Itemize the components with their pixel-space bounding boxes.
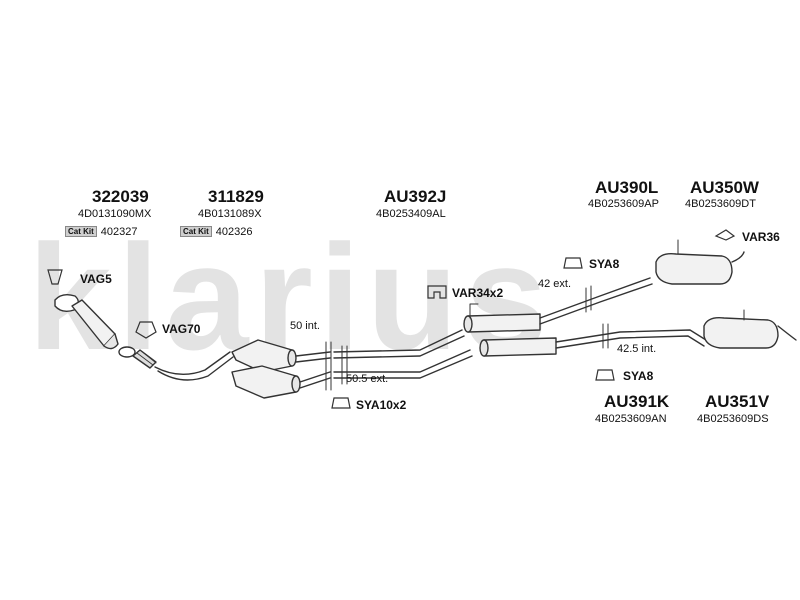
vag70-icon [135, 321, 157, 339]
part-code-311829: 311829 [208, 187, 264, 206]
part-code-au351v: AU351V [705, 392, 770, 411]
hardware-var36: VAR36 [742, 230, 780, 244]
part-ref-322039: 4D0131090MX [78, 208, 152, 220]
catkit-badge: Cat Kit [65, 226, 97, 237]
cat-311829-lower [231, 365, 297, 399]
var36-icon [714, 229, 736, 241]
catkit-ref: 402327 [100, 226, 138, 238]
hardware-sya10x2: SYA10x2 [356, 398, 407, 412]
vag5-icon [47, 269, 63, 285]
sya8-bottom-icon [595, 369, 615, 381]
part-code-au390l: AU390L [595, 178, 659, 197]
centre-silencer-lower [483, 337, 557, 357]
dimension-50-int: 50 int. [290, 320, 320, 332]
rear-silencer-lower [703, 316, 779, 349]
catkit-ref: 402326 [215, 226, 253, 238]
catkit-badge: Cat Kit [180, 226, 212, 237]
rear-silencer-upper [655, 252, 733, 285]
part-code-322039: 322039 [92, 187, 149, 206]
part-ref-311829: 4B0131089X [198, 208, 262, 220]
hardware-sya8-top: SYA8 [589, 257, 620, 271]
dimension-42-ext: 42 ext. [538, 278, 572, 290]
part-code-au391k: AU391K [604, 392, 670, 411]
dimension-42-5-int: 42.5 int. [617, 343, 657, 355]
dimension-50-5-ext: 50.5 ext. [346, 373, 389, 385]
part-ref-au392j: 4B0253409AL [376, 208, 446, 220]
hardware-vag70: VAG70 [162, 322, 201, 336]
part-code-au350w: AU350W [690, 178, 759, 197]
downpipe-flange [118, 346, 136, 358]
hardware-vag5: VAG5 [80, 272, 112, 286]
front-cat-322039 [71, 299, 116, 347]
part-ref-au351v: 4B0253609DS [697, 413, 769, 425]
sya10-icon [331, 397, 351, 409]
part-ref-au350w: 4B0253609DT [685, 198, 756, 210]
part-ref-au391k: 4B0253609AN [595, 413, 667, 425]
part-ref-au390l: 4B0253609AP [588, 198, 659, 210]
hardware-sya8-bottom: SYA8 [623, 369, 654, 383]
var34-icon [427, 285, 447, 299]
part-code-au392j: AU392J [384, 187, 447, 206]
centre-silencer-upper [467, 313, 541, 333]
sya8-top-icon [563, 257, 583, 269]
hardware-var34x2: VAR34x2 [452, 286, 504, 300]
